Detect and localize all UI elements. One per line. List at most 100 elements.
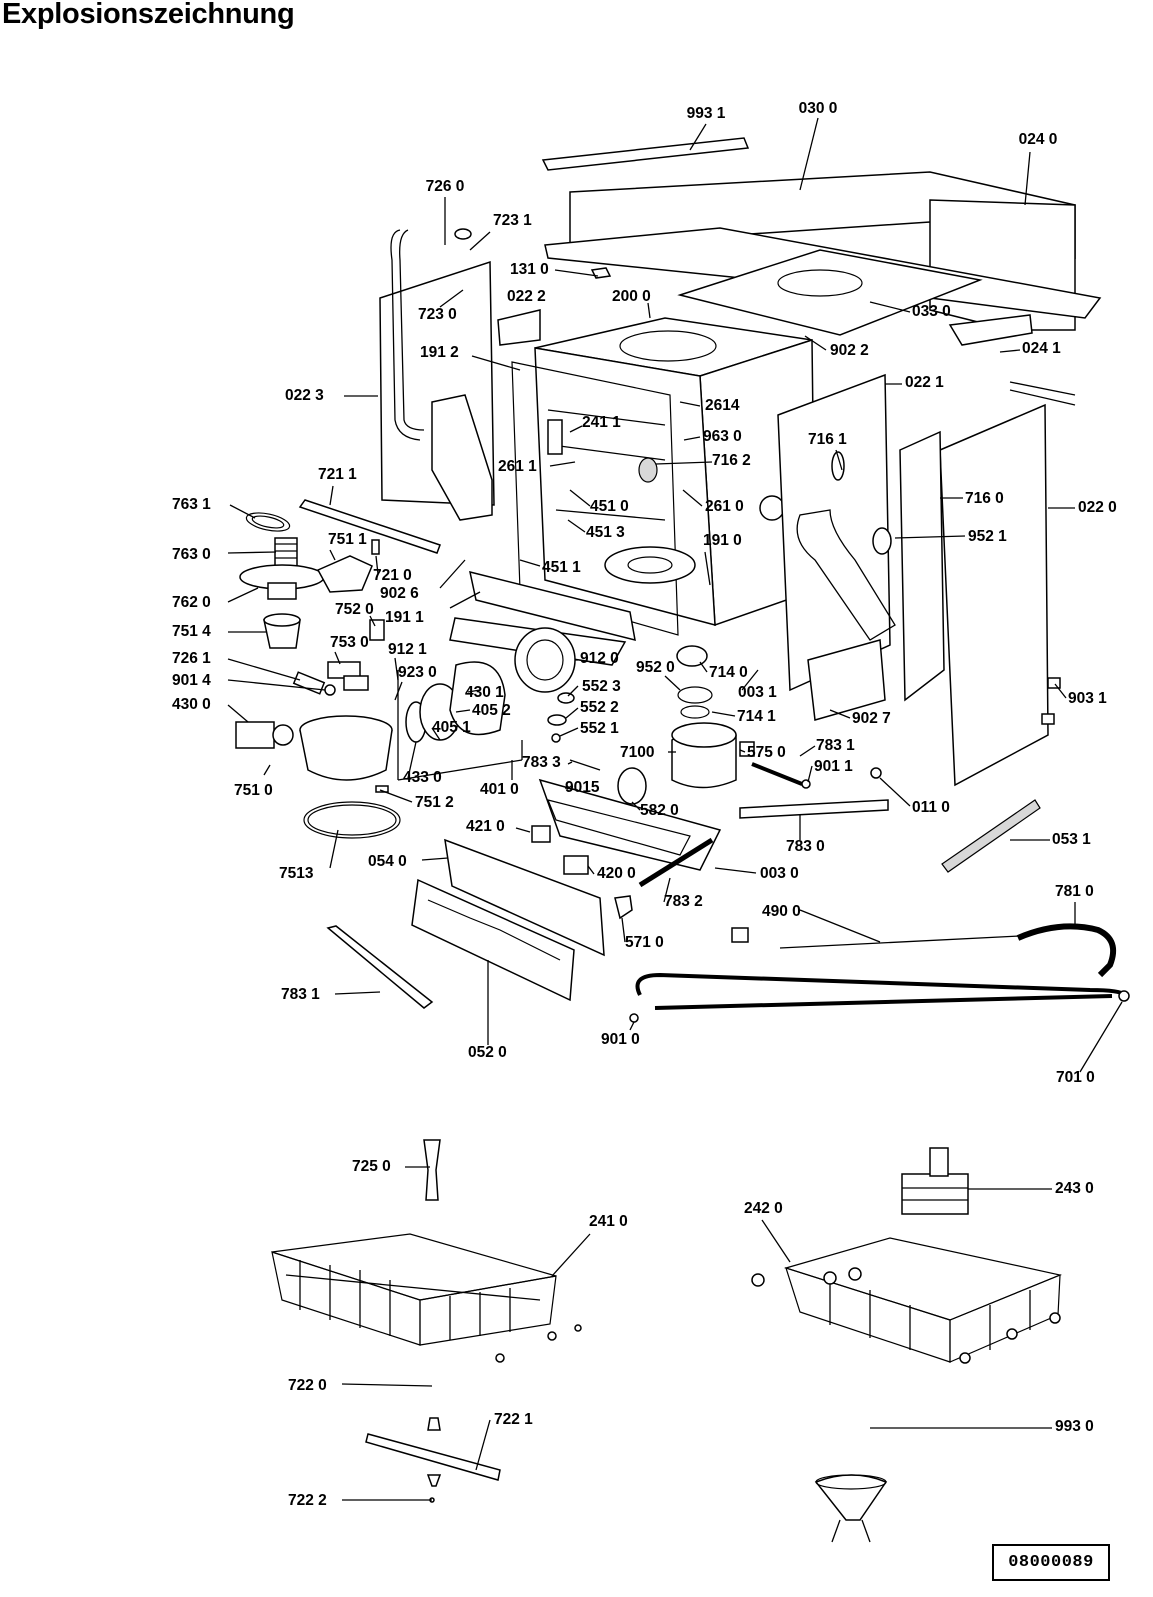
leader-line [689, 123, 707, 151]
leader-line [421, 857, 449, 861]
part-label: 714 0 [709, 664, 748, 681]
part-label: 751 0 [234, 782, 273, 799]
leader-line [467, 689, 481, 693]
leader-line [519, 559, 541, 567]
leader-line [394, 681, 403, 701]
part-label: 7100 [620, 744, 654, 761]
leader-line [227, 679, 326, 691]
leader-line [227, 704, 249, 723]
leader-line [663, 877, 671, 903]
part-label: 952 0 [636, 659, 675, 676]
leader-line [515, 827, 531, 833]
leader-line [469, 231, 491, 251]
part-label: 714 1 [737, 708, 776, 725]
part-label: 716 0 [965, 490, 1004, 507]
part-label: 241 0 [589, 1213, 628, 1230]
leader-line [714, 867, 757, 874]
leader-line [799, 745, 816, 757]
part-label: 575 0 [747, 744, 786, 761]
leader-line [551, 1233, 591, 1277]
leader-line [999, 349, 1021, 353]
leader-line [334, 651, 341, 665]
leader-line [699, 661, 708, 673]
part-label: 783 0 [786, 838, 825, 855]
part-label: 716 2 [712, 452, 751, 469]
part-label: 490 0 [762, 903, 801, 920]
leader-line [829, 709, 851, 719]
part-label: 451 0 [590, 498, 629, 515]
part-label: 722 0 [288, 1377, 327, 1394]
part-label: 420 0 [597, 865, 636, 882]
part-label: 752 0 [335, 601, 374, 618]
part-label: 723 1 [493, 212, 532, 229]
leader-line [564, 787, 579, 791]
side-panels [298, 228, 1049, 787]
part-label: 993 1 [687, 105, 726, 122]
part-label: 430 0 [172, 696, 211, 713]
leader-line [449, 591, 481, 609]
part-label: 763 0 [172, 546, 211, 563]
part-label: 421 0 [466, 818, 505, 835]
part-label: 722 1 [494, 1411, 533, 1428]
part-label: 901 0 [601, 1031, 640, 1048]
part-label: 722 2 [288, 1492, 327, 1509]
leader-line [869, 301, 911, 313]
part-label: 191 2 [420, 344, 459, 361]
leader-line [379, 789, 413, 803]
leader-line [804, 335, 827, 351]
part-label: 022 2 [507, 288, 546, 305]
part-label: 721 0 [373, 567, 412, 584]
part-label: 451 1 [542, 559, 581, 576]
leader-line [329, 829, 339, 869]
leader-line [704, 551, 711, 586]
part-label: 405 1 [432, 719, 471, 736]
leader-line [439, 289, 464, 308]
leader-line [554, 269, 599, 277]
part-label: 451 3 [586, 524, 625, 541]
part-label: 052 0 [468, 1044, 507, 1061]
part-label: 783 1 [281, 986, 320, 1003]
part-label: 200 0 [612, 288, 651, 305]
part-label: 902 2 [830, 342, 869, 359]
leader-line [369, 615, 376, 627]
part-label: 405 2 [472, 702, 511, 719]
part-label: 952 1 [968, 528, 1007, 545]
leader-line [807, 765, 813, 783]
part-label: 552 2 [580, 699, 619, 716]
tub-assembly [449, 317, 816, 666]
part-label: 762 0 [172, 594, 211, 611]
part-label: 2614 [705, 397, 740, 414]
document-number: 08000089 [1008, 1553, 1094, 1572]
leader-line [549, 461, 576, 467]
leader-line [1024, 151, 1031, 206]
part-label: 582 0 [640, 802, 679, 819]
softener-area [671, 645, 1061, 789]
part-label: 902 6 [380, 585, 419, 602]
pump-sump-area [235, 512, 576, 839]
part-label: 242 0 [744, 1200, 783, 1217]
leader-line [329, 549, 336, 561]
leader-line [471, 355, 521, 371]
leader-lines [227, 117, 1123, 1501]
document-number-box: 08000089 [992, 1544, 1110, 1581]
part-label: 726 1 [172, 650, 211, 667]
leader-line [835, 449, 843, 471]
part-label: 261 0 [705, 498, 744, 515]
leader-line [629, 1021, 635, 1031]
part-label: 781 0 [1055, 883, 1094, 900]
part-label: 033 0 [912, 303, 951, 320]
part-label: 923 0 [398, 664, 437, 681]
part-label: 903 1 [1068, 690, 1107, 707]
part-label: 723 0 [418, 306, 457, 323]
part-label: 9015 [565, 779, 600, 796]
part-label: 993 0 [1055, 1418, 1094, 1435]
leader-line [439, 559, 466, 589]
part-label: 901 1 [814, 758, 853, 775]
leader-line [567, 761, 573, 765]
leader-line [394, 657, 399, 681]
leader-line [879, 777, 911, 807]
leader-line [741, 669, 759, 691]
basket-accessories [271, 1139, 1063, 1543]
